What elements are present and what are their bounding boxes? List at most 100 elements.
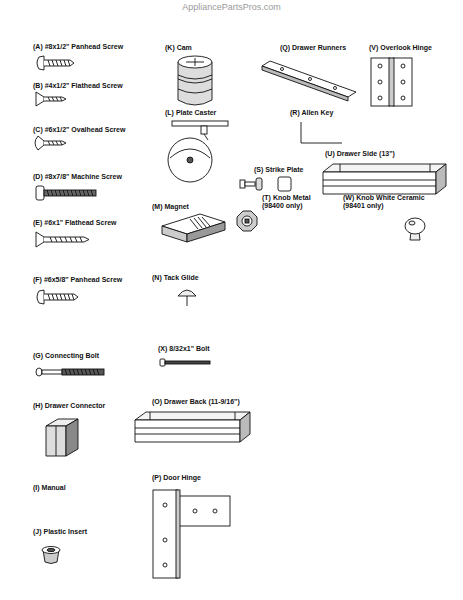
part-label: (P) Door Hinge <box>152 474 201 482</box>
cam <box>186 58 204 66</box>
drawer-runners <box>262 66 348 101</box>
flathead-screw <box>48 97 62 101</box>
magnet <box>187 222 225 242</box>
metal-knob <box>242 216 252 226</box>
drawer-connector <box>56 426 57 456</box>
panhead-screw <box>37 290 44 304</box>
ovalhead-screw <box>44 141 66 145</box>
drawer-back <box>135 412 250 442</box>
flathead-screw <box>50 237 82 242</box>
part-label: (N) Tack Glide <box>152 274 199 282</box>
bolt <box>160 359 165 366</box>
tack-glide <box>187 296 188 306</box>
allen-key <box>301 122 342 143</box>
overlook-hinge <box>401 64 405 68</box>
drawer-runners <box>334 87 337 90</box>
drawer-side <box>323 164 446 172</box>
part-label: (L) Plate Caster <box>165 109 216 117</box>
part-label: (R) Allen Key <box>290 109 333 117</box>
part-label: (I) Manual <box>33 484 66 492</box>
plate-caster <box>204 134 208 140</box>
flathead-screw <box>36 232 89 247</box>
part-label: (U) Drawer Side (13") <box>325 150 395 158</box>
connecting-bolt <box>65 369 99 375</box>
part-label: (F) #6x5/8" Panhead Screw <box>33 276 122 284</box>
part-label: (K) Cam <box>165 44 192 52</box>
part-label: (X) 8/32x1" Bolt <box>158 345 210 353</box>
plate-caster <box>168 138 212 182</box>
part-label: (W) Knob White Ceramic (98401 only) <box>343 194 443 210</box>
machine-screw <box>47 190 93 196</box>
drawer-back <box>240 412 250 442</box>
panhead-screw <box>44 294 78 300</box>
connecting-bolt <box>42 370 62 374</box>
part-label: (M) Magnet <box>152 203 189 211</box>
part-label: (T) Knob Metal (98400 only) <box>262 194 324 210</box>
magnet <box>162 214 225 242</box>
part-label: (C) #6x1/2" Ovalhead Screw <box>33 126 125 134</box>
panhead-screw <box>37 56 74 70</box>
panhead-screw <box>48 60 70 66</box>
part-label: (E) #6x1" Flathead Screw <box>33 219 116 227</box>
overlook-hinge <box>371 58 412 106</box>
flathead-screw <box>36 92 44 106</box>
machine-screw <box>36 186 44 200</box>
door-hinge <box>176 490 180 578</box>
machine-screw <box>36 186 96 200</box>
metal-knob <box>237 211 257 231</box>
drawer-connector <box>46 419 78 456</box>
door-hinge <box>163 503 167 507</box>
watermark: AppliancePartsPros.com <box>182 2 281 12</box>
door-hinge <box>163 563 167 567</box>
ceramic-knob <box>405 218 425 234</box>
flathead-screw <box>36 92 66 106</box>
door-hinge <box>213 509 217 513</box>
machine-screw <box>44 190 96 196</box>
drawer-runners <box>262 61 356 101</box>
plate-caster <box>201 126 207 134</box>
plastic-insert <box>42 547 60 564</box>
drawer-runners <box>281 68 284 71</box>
overlook-hinge <box>401 80 405 84</box>
panhead-screw <box>37 290 78 304</box>
drawer-side <box>323 172 436 194</box>
tack-glide <box>178 290 196 306</box>
metal-knob <box>237 211 257 231</box>
overlook-hinge <box>393 58 412 106</box>
bolt <box>165 361 210 364</box>
cam <box>178 56 212 68</box>
overlook-hinge <box>378 96 382 100</box>
ovalhead-screw <box>48 141 62 145</box>
bolt <box>160 359 210 366</box>
allen-key <box>301 122 342 143</box>
door-hinge <box>163 538 167 542</box>
part-label: (O) Drawer Back (11-9/16") <box>152 398 240 406</box>
strike-plate <box>240 177 291 191</box>
metal-knob <box>245 219 249 223</box>
ceramic-knob <box>409 221 415 225</box>
flathead-screw <box>44 97 66 101</box>
strike-plate <box>240 180 245 188</box>
strike-plate <box>278 177 291 191</box>
part-label: (S) Strike Plate <box>254 166 303 174</box>
part-label: (G) Connecting Bolt <box>33 352 99 360</box>
door-hinge <box>178 496 230 526</box>
part-label: (V) Overlook Hinge <box>369 44 432 52</box>
overlook-hinge <box>401 96 405 100</box>
part-label: (Q) Drawer Runners <box>280 44 346 52</box>
cam <box>178 56 212 105</box>
part-label: (A) #8x1/2" Panhead Screw <box>33 43 123 51</box>
drawer-runners <box>262 61 356 97</box>
panhead-screw <box>44 60 74 66</box>
door-hinge <box>193 509 197 513</box>
part-label: (H) Drawer Connector <box>33 402 105 410</box>
flathead-screw <box>44 237 89 242</box>
plastic-insert <box>42 547 60 554</box>
overlook-hinge <box>378 80 382 84</box>
door-hinge <box>153 490 178 578</box>
drawer-side <box>436 164 446 194</box>
plate-caster <box>168 121 228 182</box>
part-label: (J) Plastic Insert <box>33 528 87 536</box>
strike-plate <box>256 178 262 190</box>
drawer-back <box>135 412 250 420</box>
